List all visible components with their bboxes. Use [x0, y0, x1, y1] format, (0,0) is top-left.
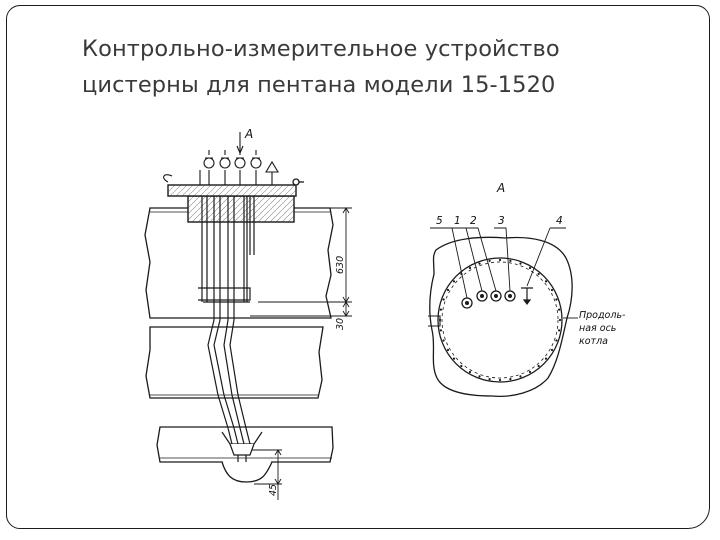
side-section-view	[144, 132, 352, 500]
bolt-dot	[537, 364, 540, 368]
bolt-dot	[468, 266, 472, 270]
bolt-dot	[528, 266, 532, 270]
measuring-pipes	[198, 196, 255, 445]
axis-note-line: Продоль-	[579, 310, 626, 321]
bolt-dot	[544, 357, 548, 360]
bolt-dot	[452, 280, 456, 283]
bolt-dot	[442, 339, 445, 342]
slide-title: Контрольно-измерительное устройство цист…	[82, 31, 682, 103]
view-a-label: А	[496, 181, 505, 195]
axis-note-line: котла	[579, 336, 608, 347]
top-view-a	[428, 227, 578, 398]
bolt-dot	[442, 298, 445, 301]
callout-label: 4	[556, 215, 563, 227]
bolt-dot	[558, 318, 562, 322]
callout-labels: 5 1 2 3 4	[436, 215, 563, 227]
callout-label: 2	[470, 215, 477, 227]
bolt-dot	[544, 280, 548, 283]
bolt-ring	[438, 258, 562, 382]
flange-circle	[437, 257, 563, 383]
callout-label: 5	[436, 215, 443, 227]
dimension-label-630: 630	[335, 256, 346, 274]
callout-label: 1	[454, 215, 461, 227]
view-arrow-label: А	[244, 127, 253, 141]
bolt-dot	[446, 288, 450, 292]
bolt-dot	[509, 378, 512, 381]
bolt-dot	[439, 329, 442, 332]
bolt-dot	[468, 370, 472, 374]
bolt-dot	[555, 339, 558, 342]
bolt-dot	[555, 298, 558, 301]
bolt-dot	[478, 375, 481, 378]
dimension-label-45: 45	[268, 484, 279, 496]
wall-outline	[429, 236, 573, 398]
bolt-dot	[498, 258, 502, 262]
bolt-dot	[558, 329, 561, 332]
axis-note-line: ная ось	[579, 323, 616, 334]
title-line-2: цистерны для пентана модели 15-1520	[82, 72, 556, 98]
bolt-dot	[488, 259, 491, 262]
bolt-dot	[498, 378, 502, 382]
callout-leaders	[430, 227, 566, 299]
valve-4	[521, 287, 533, 305]
manhole-flange	[163, 174, 304, 223]
tank-wall-middle	[145, 326, 324, 399]
bolt-dot	[446, 348, 450, 352]
bolt-dot	[528, 370, 532, 374]
bolt-dot	[558, 308, 561, 311]
bolt-dot	[519, 262, 522, 265]
view-arrow	[236, 132, 244, 155]
bolt-dot	[550, 348, 554, 352]
bolt-dot	[537, 272, 540, 276]
axis-note: Продоль- ная ось котла	[579, 310, 626, 347]
sump-fitting	[221, 431, 263, 462]
dimension-lines	[250, 207, 352, 500]
callout-label: 3	[498, 215, 505, 227]
bolt-dot	[478, 262, 481, 265]
dimension-label-30: 30	[335, 318, 346, 330]
bolt-dot	[509, 259, 512, 262]
instrument-heads	[199, 150, 279, 185]
bolt-dot	[439, 308, 442, 311]
bolt-dot	[488, 378, 491, 381]
bolt-dot	[452, 357, 456, 360]
bolt-dot	[460, 364, 463, 368]
title-line-1: Контрольно-измерительное устройство	[82, 36, 560, 62]
bolt-dot	[519, 375, 522, 378]
bolt-dot	[550, 288, 554, 292]
slide-frame	[6, 5, 710, 529]
